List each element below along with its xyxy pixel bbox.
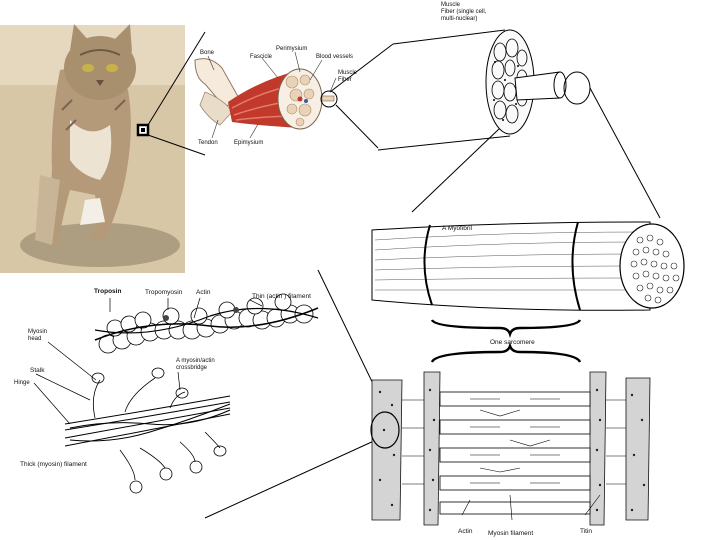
label-sarcomere: One sarcomere [490,339,535,346]
label-tropomyosin: Tropomyosin [145,289,183,296]
label-myosin-head-line2: head [28,336,41,342]
label-muscle-fiber-cell-line2: Fiber (single cell, [441,9,487,15]
label-bone: Bone [200,50,215,56]
sarcomere-panel [370,371,651,526]
label-muscle-fiber-cell-line3: multi-nuclear) [441,16,477,22]
label-myofibril: A Myofibril [442,225,473,232]
cat-photo [0,24,185,273]
label-titin: Titin [580,528,592,535]
label-thick-filament: Thick (myosin) filament [20,461,87,468]
label-hinge: Hinge [14,380,30,386]
label-muscle-fiber-cell-line1: Muscle [441,2,461,8]
label-myosin-head: Myosin head [28,329,49,342]
muscle-fiber-panel [377,29,591,151]
label-perimysium: Perimysium [276,46,307,52]
label-crossbridge-line2: crossbridge [176,365,208,371]
filament-panel [33,293,319,494]
label-myosin-head-line1: Myosin [28,329,47,335]
label-stalk: Stalk [30,367,45,374]
label-muscle-fiber-line1: Muscle [338,70,358,76]
label-muscle-fiber-cell: Muscle Fiber (single cell, multi-nuclear… [441,2,488,22]
label-actin-filament: Actin [196,289,211,296]
label-muscle-fiber: Muscle Fiber [338,70,359,83]
label-crossbridge: A myosin/actin crossbridge [176,358,216,371]
label-tendon: Tendon [198,140,218,146]
myofibril-panel [371,221,685,363]
label-thin-filament: Thin (actin ) filament [252,293,311,300]
label-blood-vessels: Blood vessels [316,54,353,60]
label-fascicle: Fascicle [250,54,273,60]
label-epimysium: Epimysium [234,140,263,146]
label-crossbridge-line1: A myosin/actin [176,358,215,364]
label-actin-sarcomere: Actin [458,528,473,535]
label-troponin: Troposin [94,288,121,295]
label-muscle-fiber-line2: Fiber [338,77,352,83]
label-myosin-filament: Myosin filament [488,530,533,537]
connector-lines [147,31,661,519]
muscle-structure-panel: Bone Perimysium Fascicle Blood vessels M… [194,46,359,146]
